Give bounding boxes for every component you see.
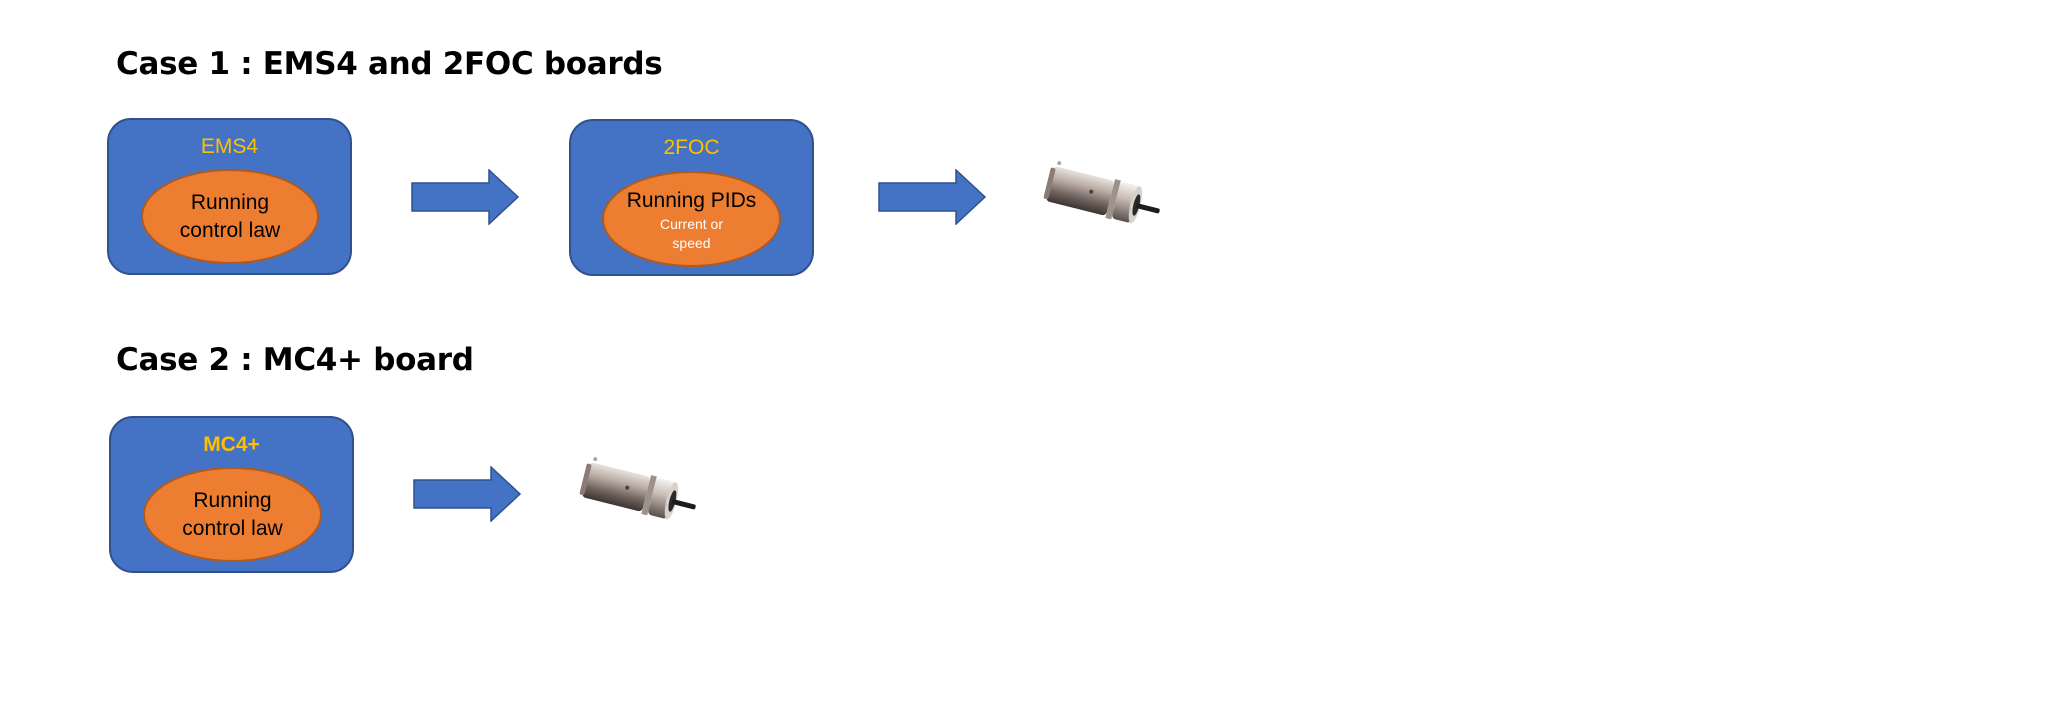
2foc-board-label: 2FOC — [663, 136, 720, 159]
gear-motor-icon — [579, 457, 696, 520]
2foc-running-pids-ellipse: Running PIDs Current or speed — [602, 171, 781, 267]
case-1-title: Case 1 : EMS4 and 2FOC boards — [116, 46, 663, 82]
mc4-plus-board: MC4+ Running control law — [109, 416, 354, 573]
ems4-control-law-ellipse: Running control law — [141, 169, 319, 264]
case-2-title: Case 2 : MC4+ board — [116, 342, 474, 378]
2foc-board: 2FOC Running PIDs Current or speed — [569, 119, 814, 276]
mc4-ellipse-line1: Running — [193, 488, 272, 512]
gear-motor-icon — [1043, 161, 1160, 224]
ems4-ellipse-line1: Running — [190, 190, 270, 214]
right-arrow-icon — [411, 169, 520, 225]
2foc-ellipse-sub-line2: speed — [672, 235, 711, 251]
mc4-plus-control-law-ellipse: Running control law — [143, 467, 322, 562]
right-arrow-icon — [878, 169, 987, 225]
mc4-plus-board-label: MC4+ — [203, 433, 260, 456]
mc4-ellipse-line2: control law — [182, 516, 283, 540]
ems4-ellipse-line2: control law — [179, 218, 281, 242]
ems4-board-label: EMS4 — [200, 135, 259, 158]
ems4-board: EMS4 Running control law — [107, 118, 352, 275]
right-arrow-icon — [413, 466, 522, 522]
2foc-ellipse-sub-line1: Current or — [659, 216, 724, 232]
2foc-ellipse-line1: Running PIDs — [626, 189, 757, 212]
